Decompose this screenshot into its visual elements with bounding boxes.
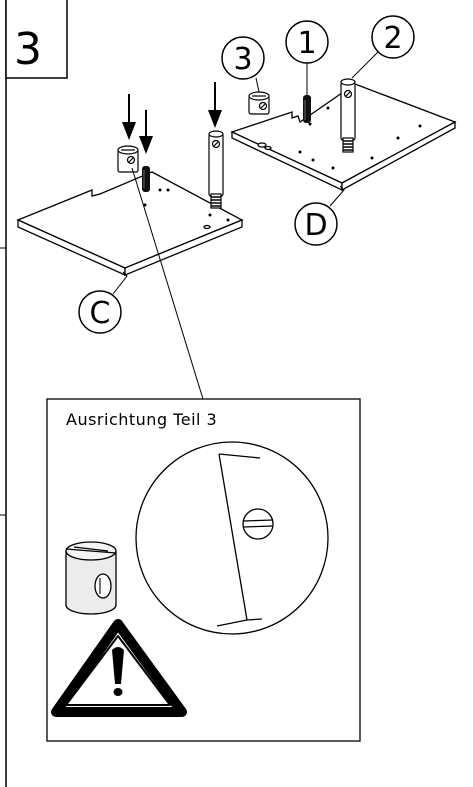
bolt-part-2 [340,78,356,153]
callout-label-2: 2 [383,21,402,56]
detail-leader-line [131,167,204,400]
step-number-box: 3 [5,0,68,79]
callout-panel-d: D [294,185,345,246]
dowel-on-panel-c [142,166,150,192]
cam-nut-slot-icon [242,508,274,540]
callout-label-c: C [90,296,111,331]
arrow-down-icon [139,110,153,154]
callout-label-1: 1 [297,26,316,61]
cam-nut-part-3 [248,91,270,115]
callout-panel-c: C [78,271,128,334]
callout-part-1: 1 [285,20,329,95]
warning-triangle-icon [51,619,187,717]
dowel-part-1 [303,95,311,123]
cam-nut-icon [65,541,117,615]
callout-part-2: 2 [351,15,415,79]
magnified-view [135,441,329,635]
callout-label-3: 3 [233,42,252,77]
arrow-down-icon [122,94,136,140]
callout-part-3: 3 [221,36,265,93]
cam-nut-on-panel-c [117,145,139,173]
callout-label-d: D [304,208,327,243]
step-number: 3 [14,24,42,75]
detail-title: Ausrichtung Teil 3 [66,410,217,429]
panel-c [16,171,244,277]
detail-box: Ausrichtung Teil 3 [46,398,361,742]
bolt-on-panel-c [208,130,224,209]
arrow-down-icon [208,82,222,128]
